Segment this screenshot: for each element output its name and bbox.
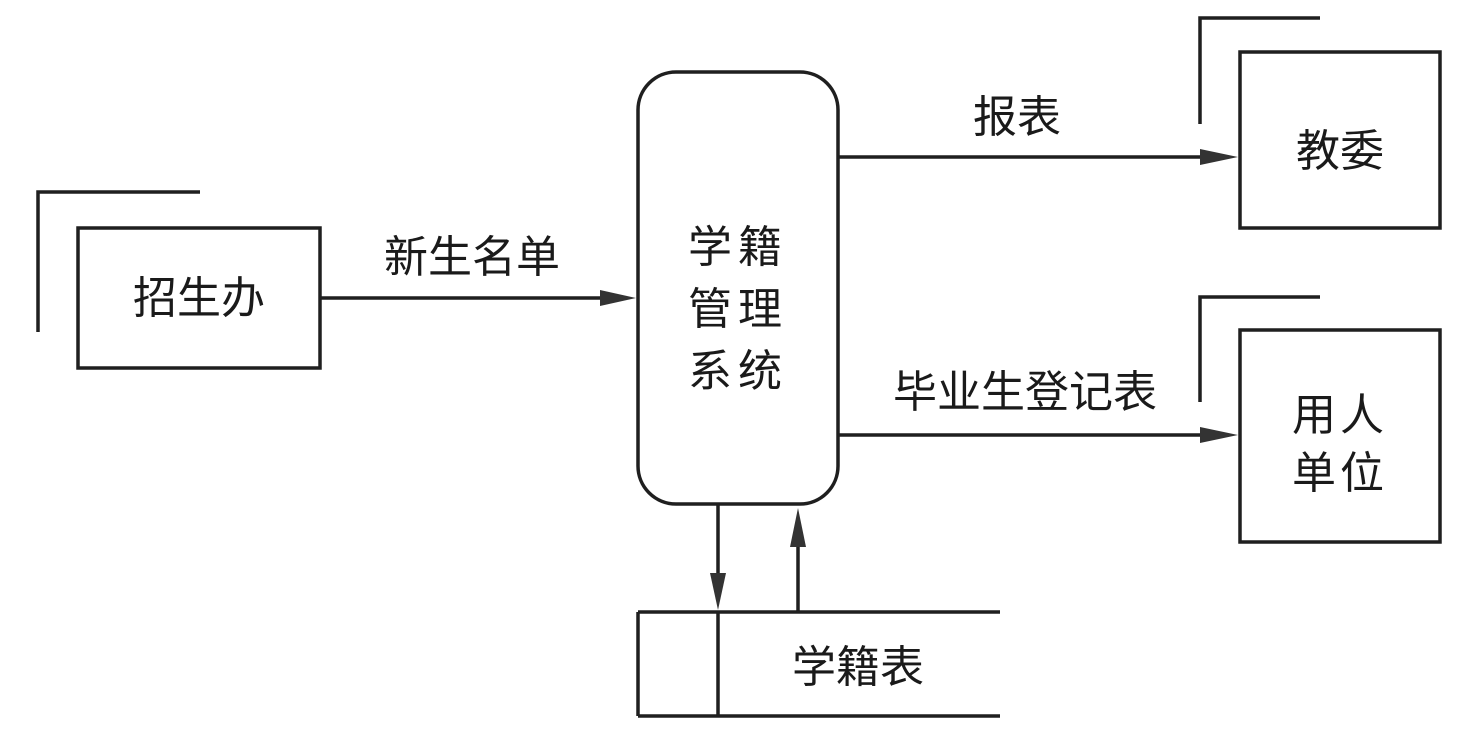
entity-zhaoshengban[interactable]: 招生办 bbox=[36, 190, 322, 370]
data-store-student-records-table[interactable]: 学籍表 bbox=[636, 610, 1000, 718]
flow-label: 毕业生登记表 bbox=[893, 367, 1157, 418]
flow-report[interactable]: 报表 bbox=[838, 92, 1238, 165]
entity-jiaowei[interactable]: 教委 bbox=[1198, 16, 1442, 230]
entity-label-line-2: 单位 bbox=[1292, 448, 1388, 499]
entity-yongren-danwei[interactable]: 用人 单位 bbox=[1198, 295, 1442, 544]
flow-graduate-registration-form[interactable]: 毕业生登记表 bbox=[838, 367, 1238, 443]
arrow-down-icon bbox=[710, 573, 726, 610]
entity-shadow-bracket bbox=[1198, 295, 1320, 402]
flow-new-student-list[interactable]: 新生名单 bbox=[320, 232, 636, 306]
arrow-head-icon bbox=[1200, 427, 1238, 443]
entity-label: 教委 bbox=[1296, 126, 1384, 177]
entity-shadow-bracket bbox=[1198, 16, 1320, 124]
arrow-head-icon bbox=[600, 290, 636, 306]
arrow-up-icon bbox=[790, 508, 806, 547]
flow-label: 报表 bbox=[973, 92, 1061, 143]
process-label-line-1: 学籍 bbox=[688, 222, 788, 273]
process-student-records-system[interactable]: 学籍 管理 系统 bbox=[636, 70, 840, 506]
flow-process-to-store[interactable] bbox=[710, 504, 726, 610]
process-box bbox=[636, 70, 840, 506]
entity-shadow-bracket bbox=[36, 190, 200, 332]
entity-box bbox=[1238, 328, 1442, 544]
process-label-line-3: 系统 bbox=[688, 346, 788, 397]
entity-label-line-1: 用人 bbox=[1292, 390, 1388, 441]
flow-store-to-process[interactable] bbox=[790, 508, 806, 612]
flow-label: 新生名单 bbox=[384, 232, 560, 283]
arrow-head-icon bbox=[1200, 149, 1238, 165]
entity-label: 招生办 bbox=[133, 273, 265, 324]
entity-box bbox=[1238, 50, 1442, 230]
store-label: 学籍表 bbox=[792, 642, 924, 693]
process-label-line-2: 管理 bbox=[688, 284, 788, 335]
